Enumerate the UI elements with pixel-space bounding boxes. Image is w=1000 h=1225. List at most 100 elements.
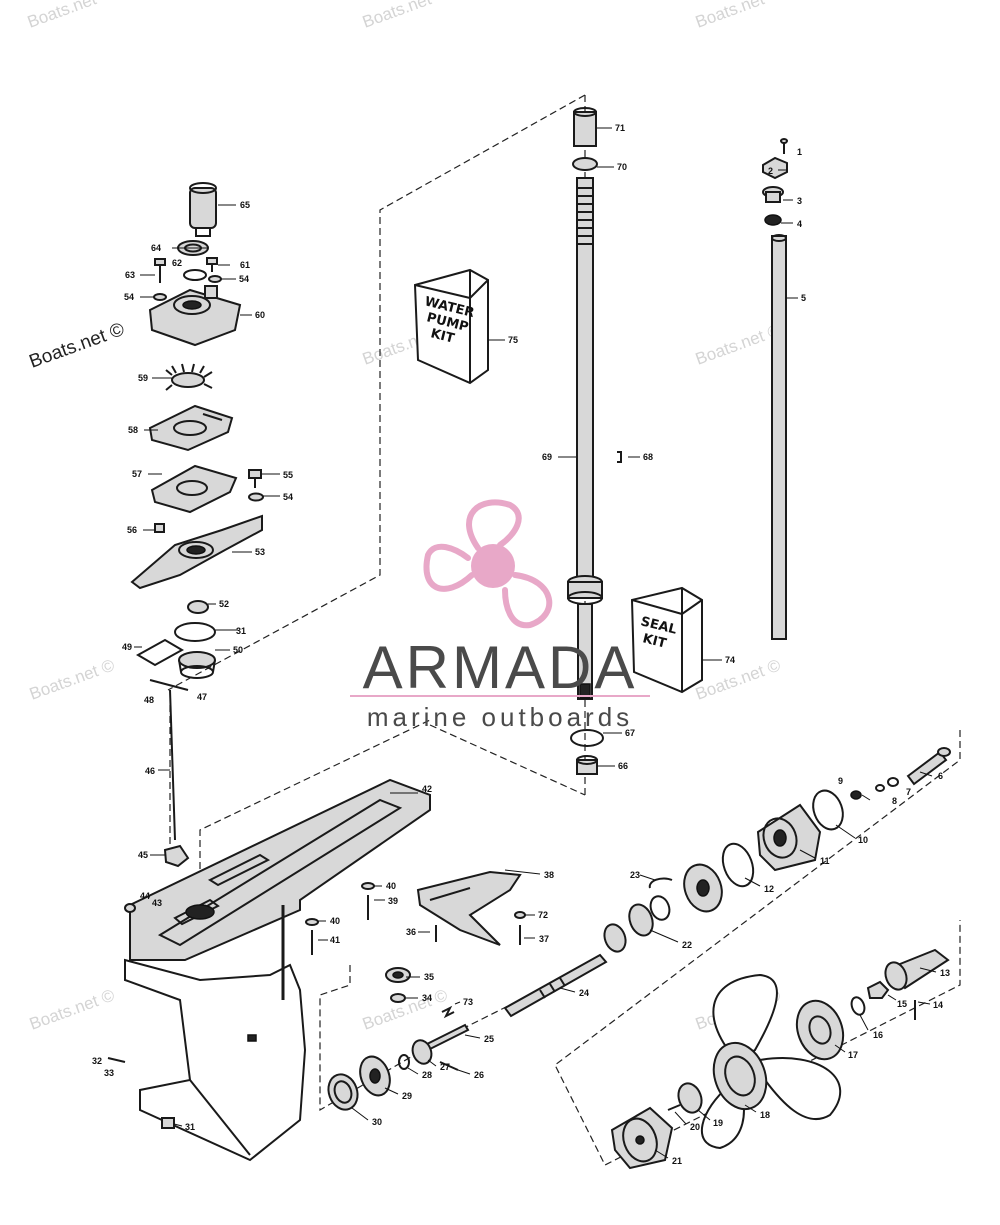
callout-30: 30 [372, 1117, 382, 1127]
oring-10 [812, 789, 844, 831]
gear-housing-assembly [107, 778, 431, 1162]
bracket-2 [762, 156, 788, 180]
callout-70: 70 [617, 162, 627, 172]
brand-tagline: marine outboards [367, 702, 633, 732]
watermark: Boats.net © [27, 319, 128, 373]
water-pump-assembly [130, 182, 264, 868]
sleeve-71 [573, 107, 597, 147]
pin-26 [439, 1061, 459, 1071]
callout-67: 67 [625, 728, 635, 738]
armada-logo: ARMADA marine outboards [350, 499, 650, 732]
pinion-gear-35 [385, 967, 411, 983]
seal-kit-74: SEAL KIT [630, 586, 703, 694]
callout-58: 58 [128, 425, 138, 435]
callout-17: 17 [848, 1050, 858, 1060]
watermark: Boats.net © [360, 985, 451, 1033]
gasket-57 [150, 464, 238, 514]
leader-lines [134, 127, 937, 1159]
screw-41 [305, 918, 319, 955]
sleeve-65 [189, 182, 217, 237]
callout-35: 35 [424, 972, 434, 982]
kit-label-line: KIT [641, 631, 668, 651]
callout-71: 71 [615, 123, 625, 133]
callout-63: 63 [125, 270, 135, 280]
gear-housing-top-42 [129, 778, 431, 961]
ring-67 [570, 729, 604, 747]
callout-14: 14 [933, 1000, 943, 1010]
callout-25: 25 [484, 1034, 494, 1044]
callout-8: 8 [892, 796, 897, 806]
clip-23 [648, 877, 673, 889]
callout-47: 47 [197, 692, 207, 702]
callout-66: 66 [618, 761, 628, 771]
callout-16: 16 [873, 1030, 883, 1040]
callout-56: 56 [127, 525, 137, 535]
callout-31b: 31 [185, 1122, 195, 1132]
callout-65: 65 [240, 200, 250, 210]
key-68 [617, 451, 622, 463]
ring-28 [398, 1054, 410, 1070]
callout-48: 48 [144, 695, 154, 705]
bearing-carrier-11 [756, 803, 822, 872]
drive-shaft-assembly [567, 107, 622, 775]
callout-69: 69 [542, 452, 552, 462]
gear-housing-body [124, 958, 307, 1162]
callout-18: 18 [760, 1110, 770, 1120]
callout-44: 44 [140, 891, 150, 901]
watermark: Boats.net [693, 0, 767, 32]
callout-32: 32 [92, 1056, 102, 1066]
clutch-22 [603, 903, 654, 953]
nut-15 [866, 980, 890, 999]
callout-43: 43 [152, 898, 162, 908]
callout-34: 34 [422, 993, 432, 1003]
propeller-18 [701, 973, 842, 1150]
washer-72 [514, 911, 526, 919]
pin-20 [667, 1104, 681, 1111]
callout-68: 68 [643, 452, 653, 462]
kit-label-line: KIT [429, 326, 456, 346]
callout-1: 1 [797, 147, 802, 157]
pump-housing-60 [148, 285, 242, 347]
callout-57: 57 [132, 469, 142, 479]
nut-43 [124, 903, 136, 913]
callout-40b: 40 [330, 916, 340, 926]
callout-20: 20 [690, 1122, 700, 1132]
washer-54 [208, 275, 222, 283]
callout-22: 22 [682, 940, 692, 950]
mid-parts [327, 870, 526, 1111]
washer-8 [875, 784, 885, 792]
callout-4: 4 [797, 219, 802, 229]
callout-38: 38 [544, 870, 554, 880]
spring-73 [441, 1005, 455, 1019]
callout-labels: 1 2 3 4 5 6 7 8 9 10 11 12 13 14 15 16 1… [92, 123, 950, 1166]
washer-7 [887, 777, 899, 787]
callout-74: 74 [725, 655, 735, 665]
callout-15: 15 [897, 999, 907, 1009]
gasket-49 [135, 638, 185, 667]
bearing-70 [572, 157, 598, 171]
driveshaft-69 [576, 177, 594, 579]
pin-56 [154, 523, 165, 533]
plate-58 [148, 404, 234, 452]
gear-27 [411, 1039, 433, 1065]
callout-52: 52 [219, 599, 229, 609]
callout-64: 64 [151, 243, 161, 253]
propeller-logo-icon [423, 499, 553, 629]
callout-12: 12 [764, 884, 774, 894]
callout-59: 59 [138, 373, 148, 383]
callout-31: 31 [236, 626, 246, 636]
bushing-3 [762, 186, 784, 203]
callout-60: 60 [255, 310, 265, 320]
callout-5: 5 [801, 293, 806, 303]
callout-54a: 54 [239, 274, 249, 284]
callout-7: 7 [906, 787, 911, 797]
callout-29: 29 [402, 1091, 412, 1101]
callout-27: 27 [440, 1062, 450, 1072]
callout-42: 42 [422, 784, 432, 794]
nut-9 [850, 790, 862, 800]
seal-50 [178, 651, 216, 679]
oring-12 [721, 842, 755, 888]
watermark: Boats.net © [27, 655, 118, 703]
seal-4 [764, 214, 782, 226]
